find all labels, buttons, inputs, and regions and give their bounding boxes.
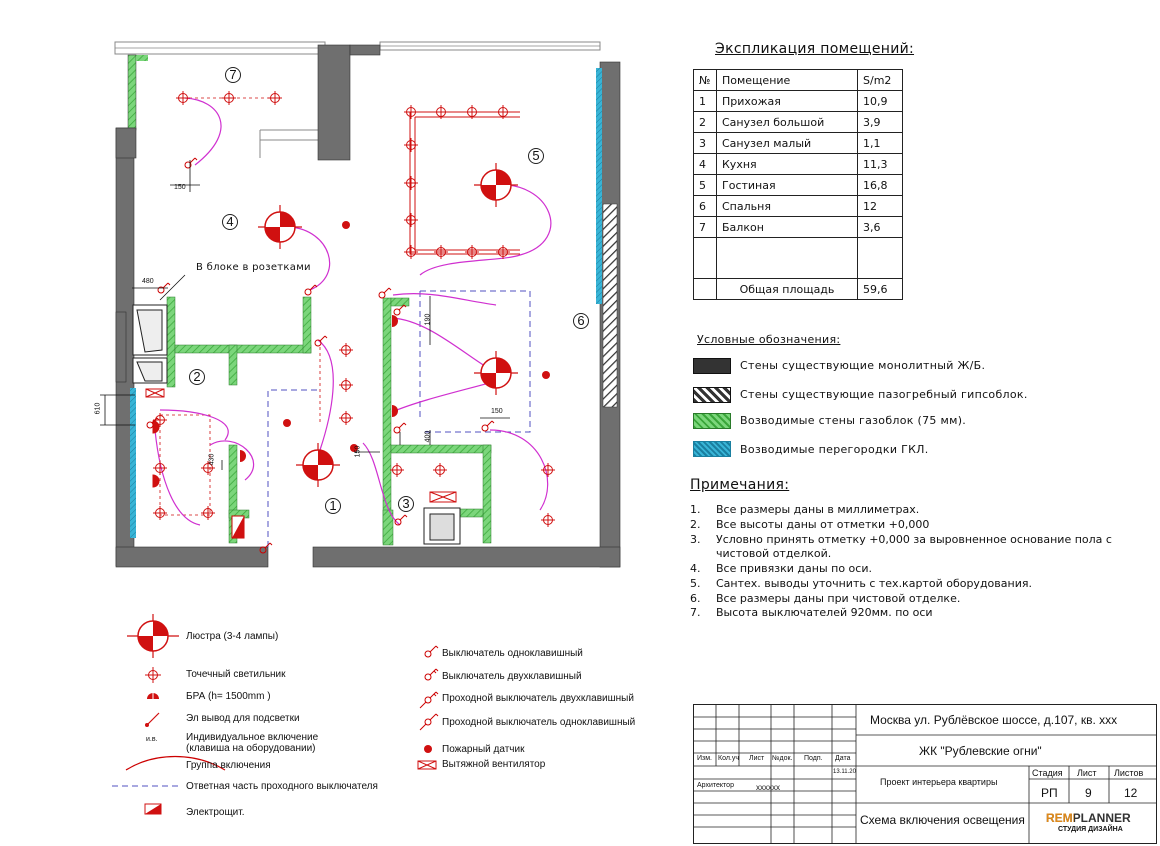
notes-title: Примечания:: [690, 477, 790, 493]
stamp-col-izm: Изм.: [697, 755, 712, 762]
dim-label: 610: [94, 402, 102, 415]
total-value: 59,6: [857, 278, 903, 300]
swatch-gasblock: [693, 413, 731, 429]
stamp-complex: ЖК "Рублевские огни": [919, 744, 1042, 758]
dim-label: 190: [424, 313, 432, 326]
legend-chandelier: Люстра (3-4 лампы): [186, 631, 279, 642]
room-label-2: 2: [189, 369, 205, 385]
legend-group: Группа включения: [186, 760, 271, 771]
room-label-4: 4: [222, 214, 238, 230]
wall-legend-item: Стены существующие монолитный Ж/Б.: [740, 359, 986, 372]
note-item: Все размеры даны в миллиметрах.: [716, 503, 920, 516]
wall-legend-item: Возводимые перегородки ГКЛ.: [740, 443, 929, 456]
wall-legend-item: Возводимые стены газоблок (75 мм).: [740, 414, 967, 427]
note-num: 7.: [690, 606, 701, 619]
note-item: Высота выключателей 920мм. по оси: [716, 606, 933, 619]
note-num: 6.: [690, 592, 701, 605]
room-label-5: 5: [528, 148, 544, 164]
swatch-monolith: [693, 358, 731, 374]
note-item: Все привязки даны по оси.: [716, 562, 872, 575]
explication-title: Экспликация помещений:: [715, 41, 915, 57]
brand-logo-accent: REMPLANNER: [1046, 811, 1074, 825]
legend-indiv-mark: и.в.: [146, 736, 158, 743]
room-label-6: 6: [573, 313, 589, 329]
legend-pass-switch-1: Проходной выключатель одноклавишный: [442, 717, 636, 728]
wall-legend-item: Стены существующие пазогребный гипсоблок…: [740, 388, 1028, 401]
dim-label: 480: [142, 278, 154, 285]
legend-switch-2: Выключатель двухклавишный: [442, 671, 582, 682]
note-num: 5.: [690, 577, 701, 590]
stamp-col-date: Дата: [835, 755, 851, 762]
title-block: Москва ул. Рублёвское шоссе, д.107, кв. …: [693, 704, 1157, 844]
stamp-col-sign: Подп.: [804, 755, 823, 762]
room-label-1: 1: [325, 498, 341, 514]
legend-fire-detector: Пожарный датчик: [442, 744, 525, 755]
stamp-drawing-title: Схема включения освещения: [860, 813, 1025, 827]
legend-switch-1: Выключатель одноклавишный: [442, 648, 583, 659]
legend-panel: Электрощит.: [186, 807, 245, 818]
note-item: Сантех. выводы уточнить с тех.картой обо…: [716, 577, 1032, 590]
stamp-sheet: 9: [1085, 786, 1092, 800]
socket-note: В блоке в розетками: [196, 262, 311, 273]
stamp-signer: xxxxxx: [756, 783, 780, 792]
note-item: Условно принять отметку +0,000 за выровн…: [716, 533, 1112, 546]
room-label-3: 3: [398, 496, 414, 512]
legend-individual-sub: (клавиша на оборудовании): [186, 743, 316, 754]
dim-label: 430: [208, 453, 216, 466]
wall-legend-title: Условные обозначения:: [697, 333, 841, 346]
stamp-project: Проект интерьера квартиры: [880, 777, 998, 787]
note-num: 2.: [690, 518, 701, 531]
note-item: Все размеры даны при чистовой отделке.: [716, 592, 961, 605]
stamp-role: Архитектор: [697, 782, 734, 789]
stamp-grid: [694, 705, 1156, 843]
dim-label: 150: [174, 184, 186, 191]
stamp-sheets: 12: [1124, 786, 1138, 800]
legend-fan: Вытяжной вентилятор: [442, 759, 546, 770]
col-header: №: [693, 69, 717, 91]
legend-pass-switch-2: Проходной выключатель двухклавишный: [442, 693, 634, 704]
dim-label: 150: [491, 408, 503, 415]
stamp-col-kol: Кол.уч: [718, 755, 739, 762]
stamp-stage: РП: [1041, 786, 1058, 800]
swatch-gkl: [693, 441, 731, 457]
col-header: Помещение: [716, 69, 858, 91]
legend-individual: Индивидуальное включение: [186, 732, 319, 743]
note-item: чистовой отделкой.: [716, 547, 832, 560]
stamp-date: 13.11.20: [833, 769, 856, 775]
legend-sconce: БРА (h= 1500mm ): [186, 691, 271, 702]
stamp-address: Москва ул. Рублёвское шоссе, д.107, кв. …: [870, 713, 1118, 727]
stamp-stage-h: Стадия: [1032, 768, 1063, 778]
note-item: Все высоты даны от отметки +0,000: [716, 518, 930, 531]
floor-plan: [100, 41, 621, 568]
brand-logo: REMPLANNER: [1046, 811, 1131, 825]
stamp-sheet-h: Лист: [1077, 768, 1097, 778]
note-num: 4.: [690, 562, 701, 575]
brand-subtitle: СТУДИЯ ДИЗАЙНА: [1058, 826, 1123, 833]
legend-spotlight: Точечный светильник: [186, 669, 286, 680]
swatch-gypsum: [693, 387, 731, 403]
symbol-legend-icons: [112, 614, 439, 815]
total-label: Общая площадь: [716, 278, 858, 300]
stamp-sheets-h: Листов: [1114, 768, 1144, 778]
dim-label: 150: [354, 445, 362, 458]
stamp-col-list: Лист: [749, 755, 765, 762]
legend-passthrough: Ответная часть проходного выключателя: [186, 781, 378, 792]
dim-label: 400: [424, 430, 432, 443]
note-num: 3.: [690, 533, 701, 546]
legend-led-output: Эл вывод для подсветки: [186, 713, 300, 724]
room-label-7: 7: [225, 67, 241, 83]
note-num: 1.: [690, 503, 701, 516]
col-header: S/m2: [857, 69, 903, 91]
stamp-col-doc: №док.: [772, 755, 793, 762]
